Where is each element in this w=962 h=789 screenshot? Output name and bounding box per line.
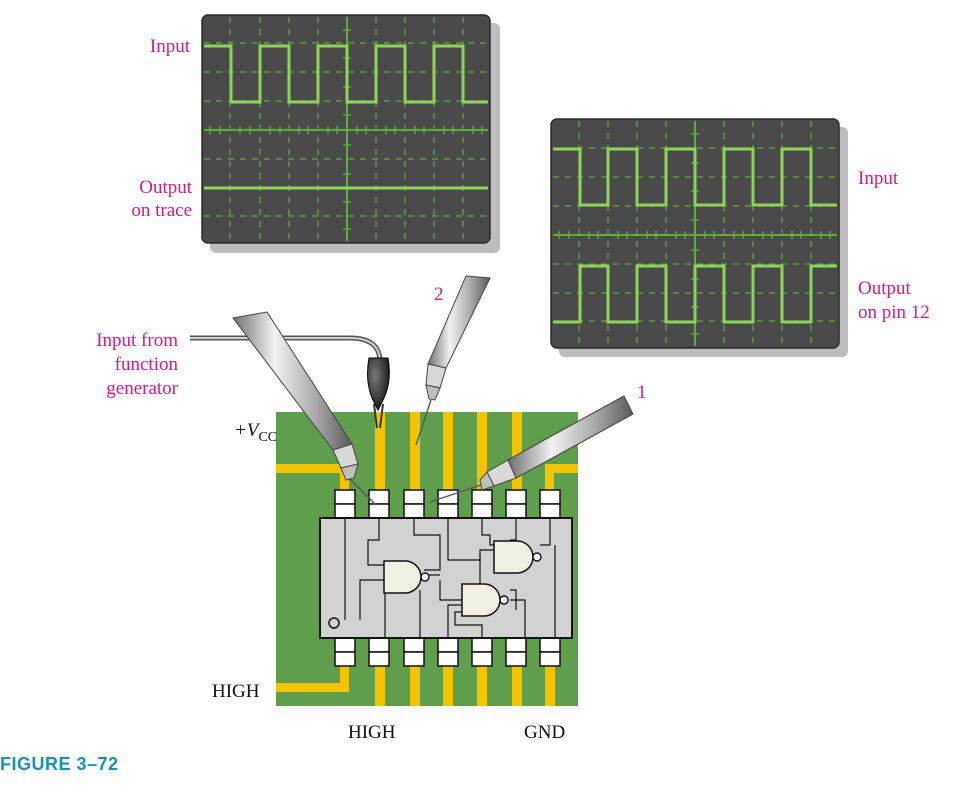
pcb-traces (276, 412, 578, 706)
scope-left-ticks (209, 29, 483, 230)
ic-pin1-marker (328, 617, 340, 629)
ic-body (319, 517, 573, 639)
vcc-label-prefix: +V (234, 420, 261, 441)
gnd-label: GND (524, 722, 565, 743)
vcc-label-subscript: CC (258, 430, 277, 445)
scope-left-output-label-line2: on trace (131, 200, 192, 221)
scope-left-input-waveform (204, 44, 488, 104)
circuit-board (276, 412, 578, 706)
ic-internal-wiring (344, 518, 556, 638)
scope-right-input-label: Input (858, 168, 899, 189)
scope-right-input-waveform (553, 147, 837, 207)
probe-2 (415, 275, 491, 446)
alligator-clip-icon (367, 357, 390, 412)
figure-caption: FIGURE 3–72 (0, 754, 119, 774)
ic-top-pins (334, 489, 561, 519)
scope-left-input-label: Input (150, 36, 191, 57)
scope-right-output-waveform (553, 264, 837, 324)
nand-gate-2 (493, 540, 542, 574)
high-bottom-label: HIGH (348, 722, 396, 743)
function-generator-label-line3: generator (106, 378, 178, 399)
vcc-label: +VCC (234, 420, 277, 445)
function-generator-cable (190, 335, 390, 429)
probe-1 (429, 395, 634, 503)
function-generator-label-line2: function (115, 354, 179, 375)
scope-right (550, 118, 848, 357)
function-generator-label-line1: Input from (96, 330, 178, 351)
ic-bottom-pins (334, 637, 561, 667)
scope-left-output-label-line1: Output (139, 177, 193, 198)
nand-gate-3 (461, 583, 509, 617)
scope-right-output-label-line2: on pin 12 (858, 302, 930, 323)
scope-right-output-label-line1: Output (858, 278, 912, 299)
high-left-label: HIGH (212, 681, 260, 702)
scope-right-ticks (558, 133, 831, 335)
probe-1-label: 1 (637, 382, 647, 403)
nand-gate-1 (383, 560, 430, 594)
scope-left (201, 14, 500, 253)
probe-input (232, 311, 377, 506)
probe-2-label: 2 (434, 284, 444, 305)
